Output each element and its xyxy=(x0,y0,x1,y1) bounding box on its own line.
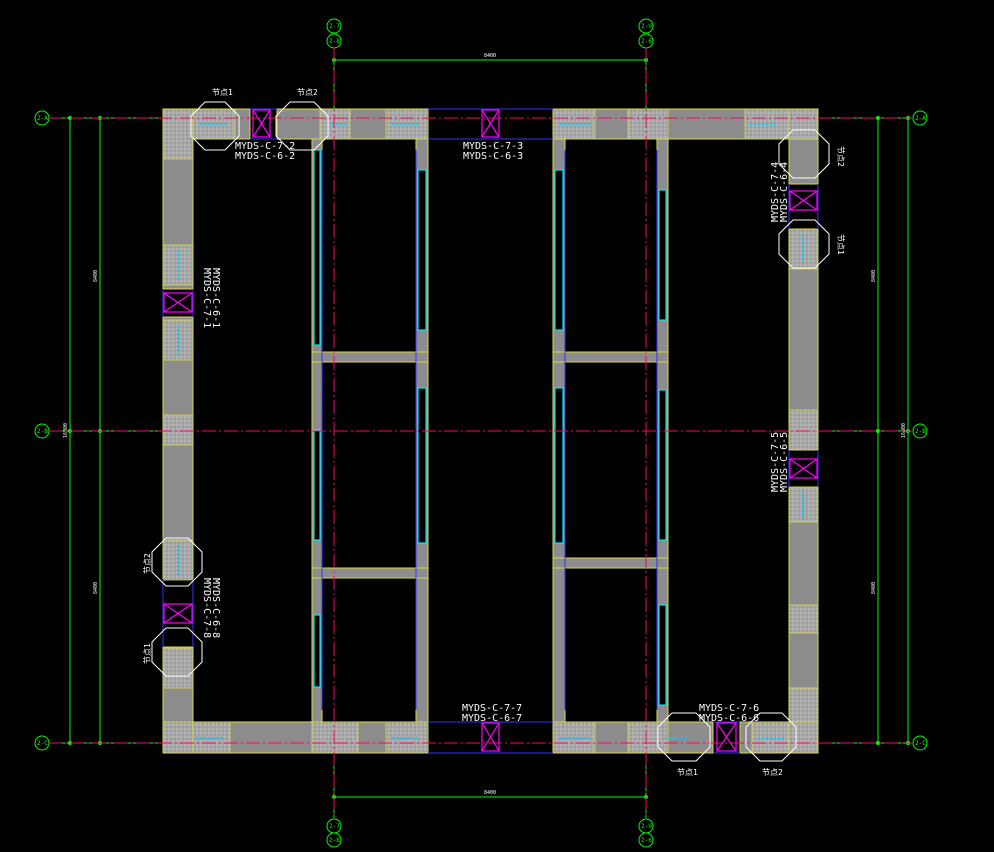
axis-label-left-bot: 2-C xyxy=(37,740,48,747)
node-label-top-1: 节点1 xyxy=(212,88,233,97)
node-label-bottom-1: 节点1 xyxy=(677,768,698,777)
dim-top-span: 8400 xyxy=(484,53,496,59)
dim-bottom-span: 8400 xyxy=(484,790,496,796)
axis-label-bottom-left-sub: 2-8 xyxy=(329,837,340,844)
axis-label-bottom-right: 2-9 xyxy=(641,823,652,830)
blue-lines xyxy=(162,108,819,754)
dim-right-total: 16800 xyxy=(901,423,907,438)
axis-label-top-right: 2-9 xyxy=(641,23,652,30)
node-label-top-2: 节点2 xyxy=(297,88,318,97)
panel-label-3a: MYDS-C-7-3 xyxy=(463,141,523,152)
axis-label-top-left: 2-7 xyxy=(329,23,340,30)
panel-label-4b: MYDS-C-6-4 xyxy=(779,162,790,222)
axis-centerlines xyxy=(48,48,912,818)
panel-label-7b: MYDS-C-6-7 xyxy=(462,713,522,724)
panel-label-1b: MYDS-C-6-1 xyxy=(210,268,221,328)
axis-label-top-left-sub: 2-8 xyxy=(329,38,340,45)
panel-label-6a: MYDS-C-7-6 xyxy=(699,703,759,714)
node-octagons xyxy=(151,101,830,762)
node-label-bottom-2: 节点2 xyxy=(762,768,783,777)
node-label-right-2: 节点2 xyxy=(836,146,845,167)
panel-label-2b: MYDS-C-6-2 xyxy=(235,151,295,162)
dim-right-upper: 8400 xyxy=(871,270,877,282)
dim-left-upper: 8400 xyxy=(93,270,99,282)
opening-markers xyxy=(163,109,818,752)
panel-label-4a: MYDS-C-7-4 xyxy=(770,162,781,222)
axis-label-bottom-right-sub: 2-6 xyxy=(641,837,652,844)
panel-label-2a: MYDS-C-7-2 xyxy=(235,141,295,152)
dim-left-total: 16800 xyxy=(63,423,69,438)
panel-label-5a: MYDS-C-7-5 xyxy=(770,432,781,492)
node-label-left-2: 节点2 xyxy=(143,553,152,574)
panel-label-6b: MYDS-C-6-6 xyxy=(699,713,759,724)
axis-bubbles xyxy=(34,18,928,848)
panel-label-8a: MYDS-C-7-8 xyxy=(201,578,212,638)
axis-label-left-mid: 2-B xyxy=(37,428,48,435)
node-label-left-1: 节点1 xyxy=(143,643,152,664)
axis-label-right-top: 2-A xyxy=(915,115,926,122)
panel-label-5b: MYDS-C-6-5 xyxy=(779,432,790,492)
panel-label-8b: MYDS-C-6-8 xyxy=(210,578,221,638)
node-label-right-1: 节点1 xyxy=(836,234,845,255)
axis-label-bottom-left: 2-7 xyxy=(329,823,340,830)
panel-label-7a: MYDS-C-7-7 xyxy=(462,703,522,714)
axis-label-left-top: 2-A xyxy=(37,115,48,122)
axis-label-top-right-sub: 2-6 xyxy=(641,38,652,45)
axis-label-right-bot: 2-C xyxy=(915,740,926,747)
rebar-markers xyxy=(177,123,804,739)
axis-label-right-mid: 2-B xyxy=(915,428,926,435)
dim-left-lower: 8400 xyxy=(93,582,99,594)
dim-right-lower: 8400 xyxy=(871,582,877,594)
panel-label-3b: MYDS-C-6-3 xyxy=(463,151,523,162)
panel-label-1a: MYDS-C-7-1 xyxy=(201,268,212,328)
interior-openings xyxy=(313,149,667,706)
